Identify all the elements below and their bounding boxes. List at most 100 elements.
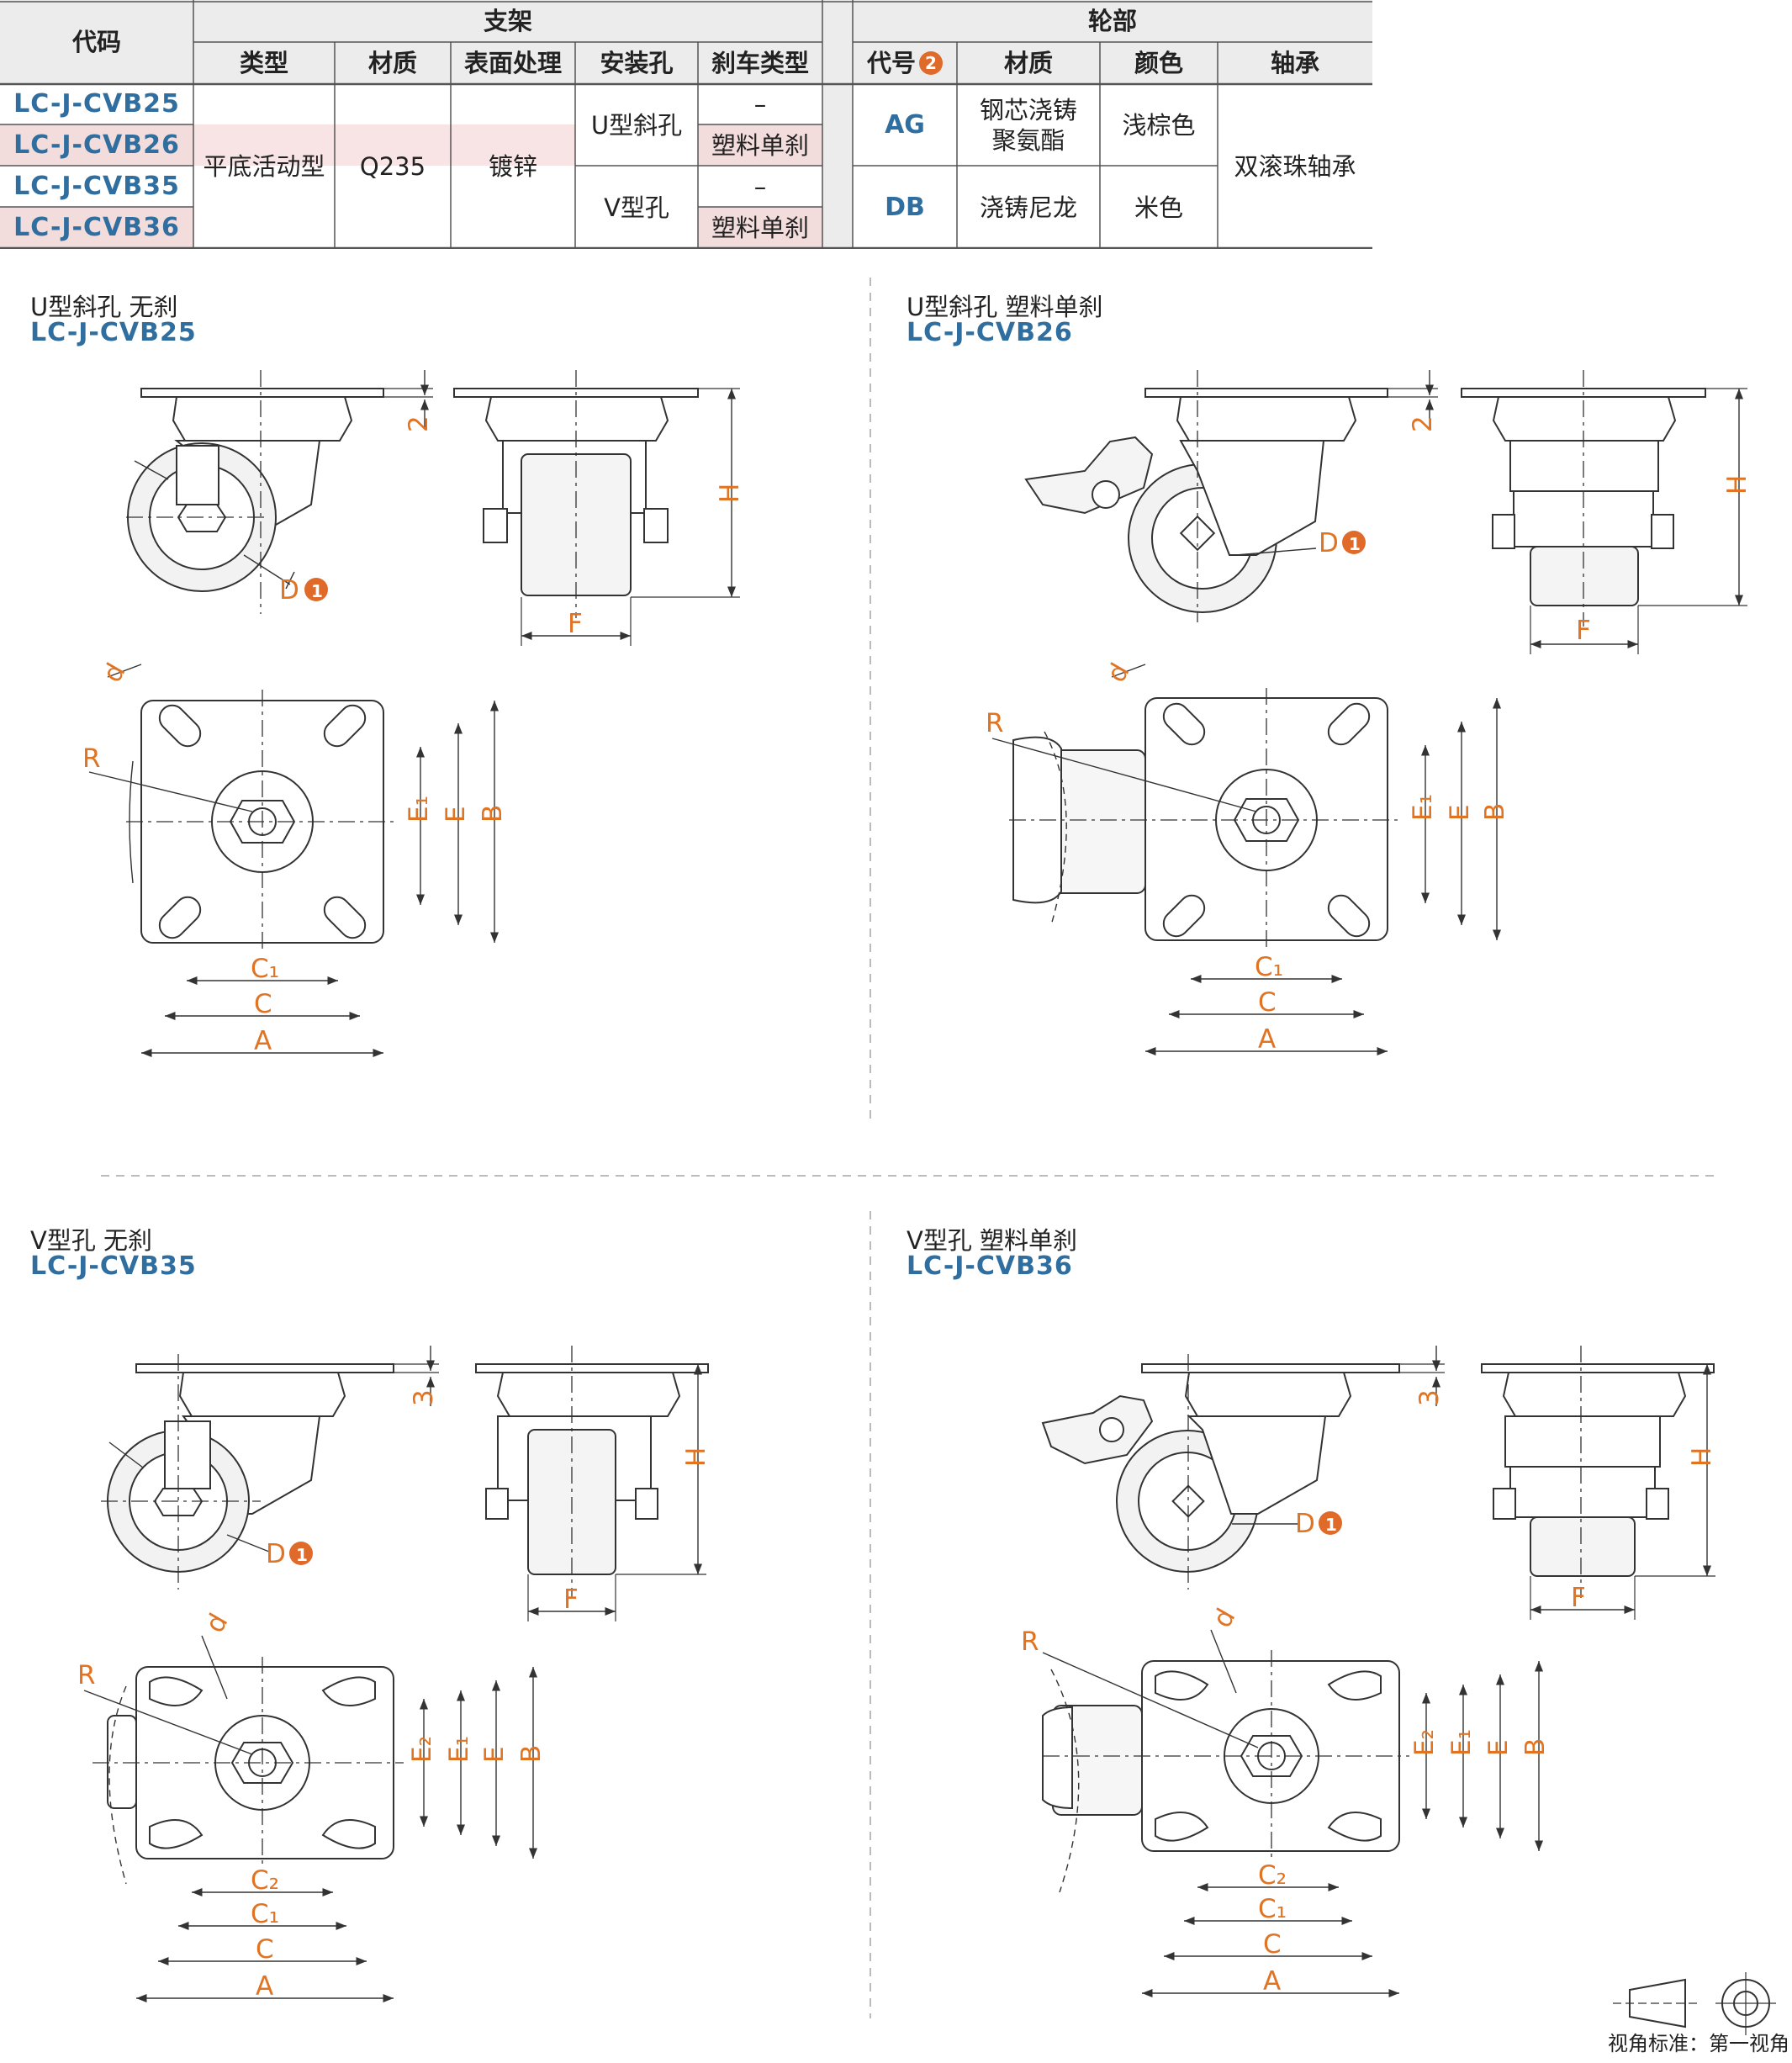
brake-cell: – [753, 172, 767, 201]
drawing-cvb25 [88, 370, 740, 1058]
drawing-cvb35 [83, 1346, 709, 2003]
dim-F: F [1576, 616, 1591, 646]
dim-A: A [1258, 1024, 1276, 1055]
dim-D: D [1319, 528, 1339, 558]
dim-D: D [1295, 1509, 1315, 1539]
wheel-material-cell: 钢芯浇铸 聚氨酯 [979, 95, 1077, 155]
note-badge-1 [1319, 1511, 1342, 1535]
badge-text: 1 [1325, 1515, 1337, 1535]
drawing-title: V型孔 塑料单刹 [907, 1226, 1078, 1255]
dim-C: C [254, 989, 272, 1019]
dim-A: A [254, 1026, 272, 1056]
drawing-code: LC-J-CVB36 [907, 1251, 1073, 1281]
section-separators [101, 278, 1715, 2018]
dim-R: R [1021, 1627, 1039, 1657]
dim-H: H [715, 484, 745, 503]
dim-d: d [97, 659, 131, 688]
note-badge-1 [289, 1542, 313, 1565]
dim-A: A [256, 1971, 273, 2002]
dim-C: C [256, 1934, 274, 1965]
dim-H: H [681, 1447, 711, 1467]
dim-C2: C₂ [251, 1865, 279, 1896]
header-code: 代码 [71, 28, 121, 56]
dim-D: D [266, 1539, 286, 1569]
dim-H: H [1687, 1447, 1717, 1467]
wheel-code-cell: DB [885, 192, 925, 222]
dim-offset: 3 [1414, 1389, 1445, 1406]
drawing-title: U型斜孔 塑料单刹 [907, 293, 1103, 321]
dim-B: B [478, 805, 508, 823]
dim-A: A [1263, 1966, 1281, 1997]
dim-offset: 2 [1408, 415, 1438, 432]
drawing-title: V型孔 无刹 [30, 1226, 153, 1255]
dim-offset: 2 [404, 415, 434, 432]
dim-E2: E₂ [1409, 1729, 1440, 1756]
badge-text: 1 [311, 581, 323, 601]
note-badge-1 [304, 578, 328, 601]
dim-E1: E₁ [1446, 1729, 1477, 1756]
badge-text: 1 [1349, 534, 1361, 554]
brake-cell: 塑料单刹 [711, 213, 809, 242]
wheel-color-cell: 米色 [1134, 193, 1183, 222]
dim-C1: C₁ [1255, 952, 1283, 982]
wheel-code-cell: AG [885, 109, 925, 140]
view-standard-label: 视角标准：第一视角 [1608, 2032, 1789, 2055]
dim-R: R [77, 1660, 96, 1690]
dim-C: C [1263, 1929, 1282, 1960]
code-cell: LC-J-CVB35 [13, 171, 180, 201]
dim-F: F [1571, 1583, 1586, 1613]
dim-C1: C₁ [251, 1899, 279, 1929]
drawing-code: LC-J-CVB26 [907, 318, 1073, 347]
dim-E1: E₁ [444, 1736, 474, 1763]
dim-C: C [1258, 987, 1277, 1018]
note-badge-1 [1342, 531, 1366, 554]
col-bearing: 轴承 [1270, 49, 1319, 77]
badge-text: 1 [296, 1545, 308, 1565]
header-bracket: 支架 [483, 7, 532, 35]
dim-B: B [1520, 1738, 1551, 1756]
first-angle-symbol [1613, 1972, 1776, 2035]
dim-B: B [1480, 803, 1510, 821]
hole-cell: V型孔 [604, 193, 669, 222]
code-cell: LC-J-CVB25 [13, 89, 180, 119]
note-badge-2: 2 [919, 51, 943, 75]
dim-d: d [1207, 1604, 1241, 1633]
wheel-code-label: 代号 [866, 49, 916, 77]
dim-E: E [1483, 1739, 1514, 1756]
dim-E: E [1445, 804, 1475, 821]
dim-H: H [1722, 475, 1752, 495]
wheel-material-cell: 浇铸尼龙 [979, 193, 1077, 222]
col-material: 材质 [367, 49, 417, 77]
hole-cell: U型斜孔 [590, 110, 683, 140]
dim-E: E [479, 1746, 510, 1763]
drawing-code: LC-J-CVB35 [30, 1251, 197, 1281]
header-wheel: 轮部 [1087, 7, 1137, 35]
col-surface: 表面处理 [463, 49, 562, 77]
drawing-code: LC-J-CVB25 [30, 318, 197, 347]
dim-F: F [568, 609, 583, 639]
dim-D: D [279, 575, 299, 606]
drawing-cvb26 [991, 370, 1747, 1056]
dim-B: B [516, 1745, 547, 1763]
dim-E2: E₂ [407, 1736, 437, 1763]
dim-R: R [986, 708, 1004, 738]
code-cell: LC-J-CVB36 [13, 212, 180, 242]
dim-C1: C₁ [1258, 1894, 1287, 1924]
dim-offset: 3 [409, 1389, 439, 1406]
brake-cell: – [753, 90, 767, 119]
col-brake: 刹车类型 [711, 49, 809, 77]
drawing-cvb36 [1041, 1346, 1715, 1998]
dim-C2: C₂ [1258, 1860, 1287, 1891]
bearing-cell: 双滚珠轴承 [1234, 152, 1356, 181]
type-cell: 平底活动型 [203, 152, 325, 181]
wheel-color-cell: 浅棕色 [1122, 110, 1196, 140]
dim-d: d [199, 1609, 234, 1638]
drawing-title: U型斜孔 无刹 [30, 293, 178, 321]
col-holes: 安装孔 [600, 49, 674, 77]
col-wheel-color: 颜色 [1134, 49, 1183, 77]
dim-E1: E₁ [404, 796, 434, 823]
material-cell: Q235 [359, 152, 426, 181]
dim-d: d [1101, 659, 1135, 688]
